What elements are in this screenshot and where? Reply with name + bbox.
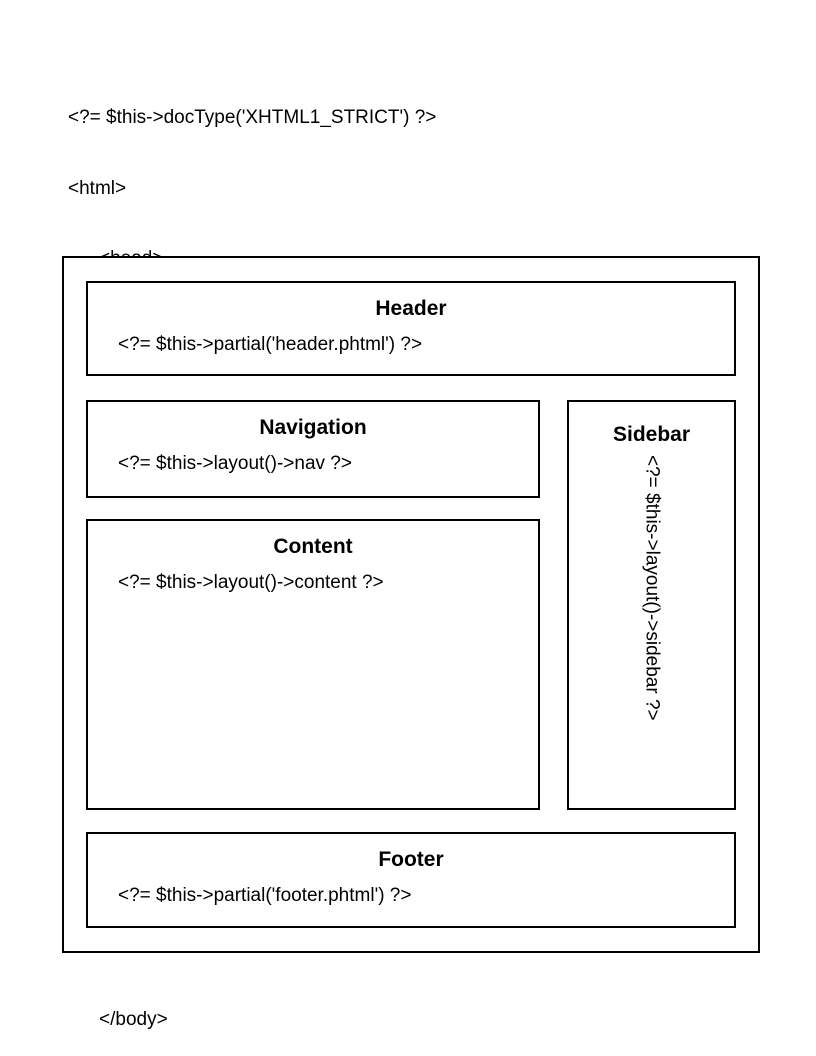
header-box-code: <?= $this->partial('header.phtml') ?> (118, 334, 423, 355)
code-line-html-open: <html> (68, 177, 127, 199)
footer-box-title: Footer (378, 848, 444, 871)
header-box: Header <?= $this->partial('header.phtml'… (86, 281, 736, 376)
code-line-body-close: </body> (99, 1009, 168, 1030)
php-layout-code-bottom: </body> </html> (68, 961, 168, 1056)
sidebar-box-code-vertical: <?= $this->layout()->sidebar ?> (641, 455, 663, 721)
body-container-box: Header <?= $this->partial('header.phtml'… (62, 256, 760, 953)
navigation-box-title: Navigation (259, 416, 367, 439)
footer-box: Footer <?= $this->partial('footer.phtml'… (86, 832, 736, 928)
footer-box-code: <?= $this->partial('footer.phtml') ?> (118, 885, 412, 906)
sidebar-box-title: Sidebar (612, 423, 691, 446)
content-box-code: <?= $this->layout()->content ?> (118, 572, 384, 593)
navigation-box: Navigation <?= $this->layout()->nav ?> (86, 400, 540, 498)
content-box-title: Content (273, 535, 353, 558)
navigation-box-code: <?= $this->layout()->nav ?> (118, 453, 352, 474)
content-box: Content <?= $this->layout()->content ?> (86, 519, 540, 810)
code-line-doctype: <?= $this->docType('XHTML1_STRICT') ?> (68, 107, 437, 128)
header-box-title: Header (375, 297, 447, 320)
sidebar-box: Sidebar <?= $this->layout()->sidebar ?> (567, 400, 736, 810)
